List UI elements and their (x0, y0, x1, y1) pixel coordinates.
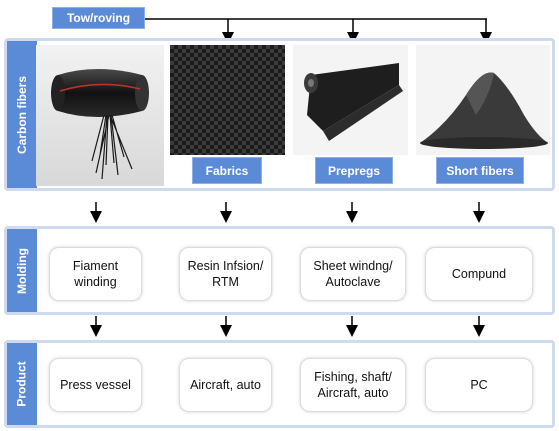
molding-label: Molding (15, 247, 30, 294)
molding-box-compound: Compund (425, 247, 533, 301)
fabrics-image (170, 45, 285, 155)
molding-box-filament-winding: Fiament winding (49, 247, 142, 301)
product-box-aircraft-auto: Aircraft, auto (179, 358, 272, 412)
product-label: Product (15, 361, 29, 407)
prepregs-image (293, 45, 408, 155)
molding-box-sheet-winding: Sheet windng/ Autoclave (300, 247, 406, 301)
prepregs-tag: Prepregs (315, 157, 393, 184)
tow-roving-label: Tow/roving (52, 7, 145, 29)
product-box-fishing-shaft: Fishing, shaft/ Aircraft, auto (300, 358, 406, 412)
short-fibers-image (416, 45, 550, 155)
fabrics-tag: Fabrics (192, 157, 262, 184)
molding-box-resin-infusion: Resin Infsion/ RTM (179, 247, 272, 301)
carbon-fibers-label: Carbon fibers (15, 75, 30, 154)
short-fibers-tag: Short fibers (436, 157, 524, 184)
product-box-pc: PC (425, 358, 533, 412)
carbon-fibers-side-label: Carbon fibers (7, 41, 37, 188)
molding-side-label: Molding (7, 229, 37, 312)
product-box-press-vessel: Press vessel (49, 358, 142, 412)
tow-roving-image (36, 45, 164, 186)
product-side-label: Product (7, 343, 37, 425)
